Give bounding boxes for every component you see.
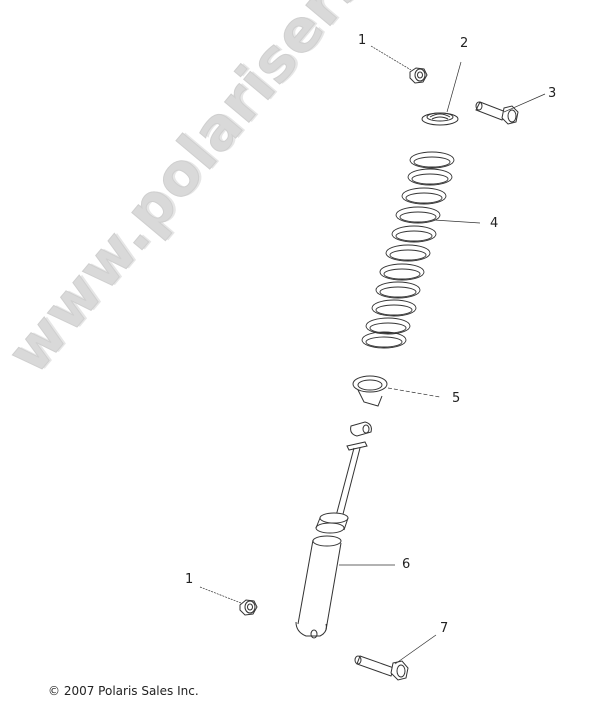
- callout-6: 6: [402, 557, 411, 572]
- callout-1-top: 1: [358, 33, 367, 48]
- copyright-notice: © 2007 Polaris Sales Inc.: [48, 684, 199, 698]
- bolt-bottom-icon: [354, 655, 409, 681]
- retainer-washer-icon: [421, 112, 459, 126]
- callout-3: 3: [548, 86, 557, 101]
- coil-spring-icon: [361, 151, 455, 349]
- nut-top-icon: [409, 67, 428, 84]
- callout-1-bottom: 1: [185, 572, 194, 587]
- bolt-top-icon: [475, 101, 519, 125]
- callout-4: 4: [490, 216, 499, 231]
- nut-bottom-icon: [239, 599, 258, 616]
- callout-2: 2: [460, 36, 469, 51]
- shock-absorber-icon: [295, 421, 372, 639]
- spring-seat-icon: [352, 375, 388, 407]
- callout-5: 5: [452, 391, 461, 406]
- callout-7: 7: [440, 621, 449, 636]
